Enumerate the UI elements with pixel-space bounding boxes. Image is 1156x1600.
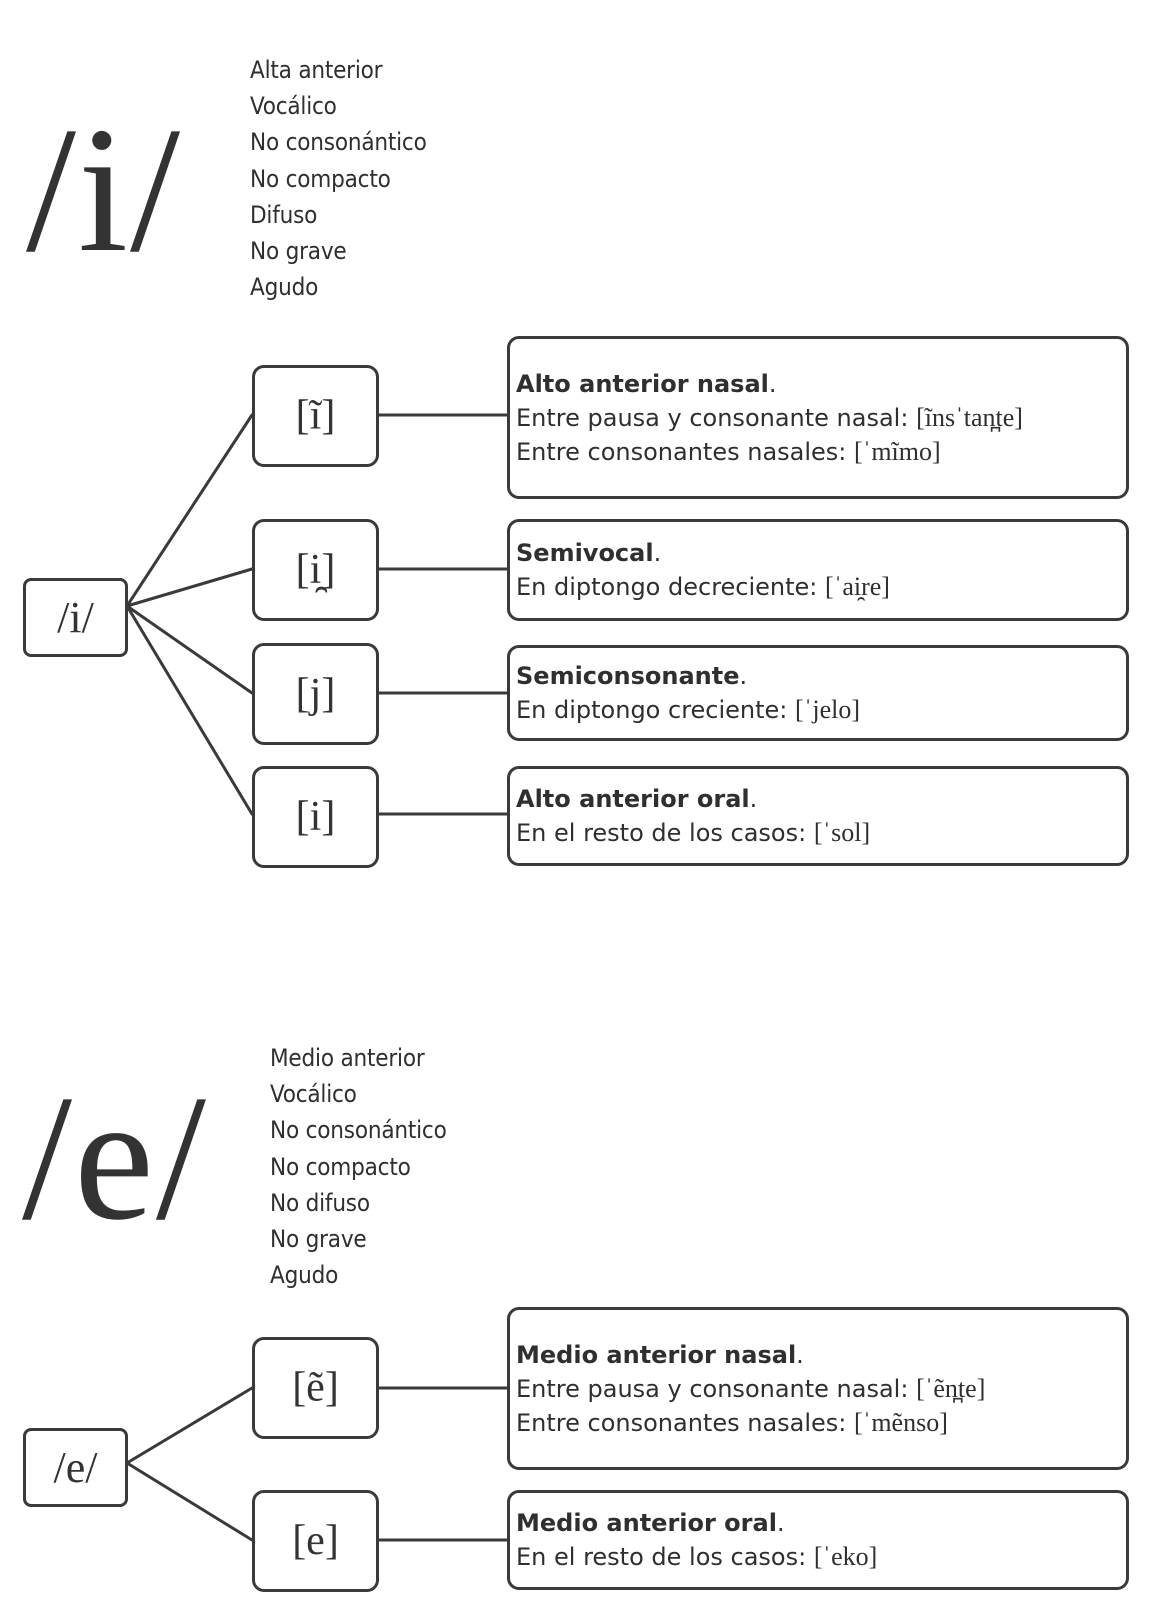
branch-line — [125, 413, 254, 608]
transcription: [ĩnsˈtan̪te] — [916, 402, 1023, 432]
branch-line — [125, 604, 254, 816]
transcription: [ˈeko] — [813, 1542, 878, 1571]
branch-line — [125, 1461, 254, 1542]
description-heading: Alto anterior nasal — [516, 369, 769, 398]
feature-item: No compacto — [270, 1152, 411, 1181]
branch-line — [125, 1386, 254, 1465]
feature-list-i: Alta anterior Vocálico No consonántico N… — [250, 52, 427, 305]
branch-line — [125, 567, 254, 608]
phoneme-box-e: /e/ — [23, 1428, 128, 1507]
branch-line — [125, 604, 254, 695]
feature-item: Vocálico — [250, 92, 337, 121]
feature-item: Medio anterior — [270, 1044, 425, 1072]
description-box: Medio anterior oral. En el resto de los … — [507, 1490, 1129, 1590]
description-heading: Medio anterior nasal — [516, 1340, 797, 1369]
description-heading: Semiconsonante — [516, 662, 740, 690]
description-box: Medio anterior nasal. Entre pausa y cons… — [507, 1307, 1129, 1470]
transcription: [ˈmĩmo] — [854, 436, 941, 466]
transcription: [ˈjelo] — [795, 695, 860, 724]
description-box: Semivocal. En diptongo decreciente: [ˈai… — [507, 519, 1129, 621]
allophone-box: [ĩ] — [252, 365, 379, 467]
allophone-box: [i̯] — [252, 519, 379, 621]
allophone-box: [j] — [252, 643, 379, 745]
feature-item: Agudo — [270, 1261, 339, 1290]
description-context: En el resto de los casos: — [516, 1543, 814, 1571]
description-context: Entre consonantes nasales: — [516, 437, 855, 466]
feature-item: Agudo — [250, 273, 319, 302]
description-context: En diptongo creciente: — [516, 696, 796, 724]
description-box: Semiconsonante. En diptongo creciente: [… — [507, 645, 1129, 741]
transcription: [ˈmẽnso] — [854, 1407, 948, 1437]
transcription: [ˈsol] — [813, 818, 871, 847]
feature-item: No difuso — [270, 1188, 370, 1217]
description-context: Entre pausa y consonante nasal: — [516, 403, 917, 432]
feature-item: No compacto — [250, 164, 391, 193]
description-context: En diptongo decreciente: — [516, 573, 826, 601]
feature-list-e: Medio anterior Vocálico No consonántico … — [270, 1040, 447, 1293]
transcription: [ˈai̯re] — [825, 572, 890, 601]
transcription: [ˈẽn̪te] — [916, 1373, 986, 1403]
description-heading: Medio anterior oral — [516, 1509, 777, 1537]
phoneme-box-i: /i/ — [23, 578, 128, 657]
feature-item: Vocálico — [270, 1080, 357, 1109]
large-phoneme-e: /e/ — [22, 1058, 208, 1257]
feature-item: Alta anterior — [250, 56, 383, 84]
allophone-box: [e] — [252, 1490, 379, 1592]
description-context: En el resto de los casos: — [516, 819, 814, 847]
description-context: Entre consonantes nasales: — [516, 1408, 855, 1437]
feature-item: No consonántico — [270, 1116, 447, 1145]
description-box: Alto anterior oral. En el resto de los c… — [507, 766, 1129, 866]
description-heading: Alto anterior oral — [516, 785, 750, 813]
feature-item: Difuso — [250, 200, 318, 229]
allophone-box: [ẽ] — [252, 1337, 379, 1439]
description-box: Alto anterior nasal. Entre pausa y conso… — [507, 336, 1129, 499]
allophone-box: [i] — [252, 766, 379, 868]
large-phoneme-i: /i/ — [26, 90, 183, 289]
feature-item: No grave — [250, 237, 347, 266]
description-heading: Semivocal — [516, 539, 654, 567]
feature-item: No grave — [270, 1225, 367, 1254]
feature-item: No consonántico — [250, 128, 427, 157]
description-context: Entre pausa y consonante nasal: — [516, 1374, 917, 1403]
